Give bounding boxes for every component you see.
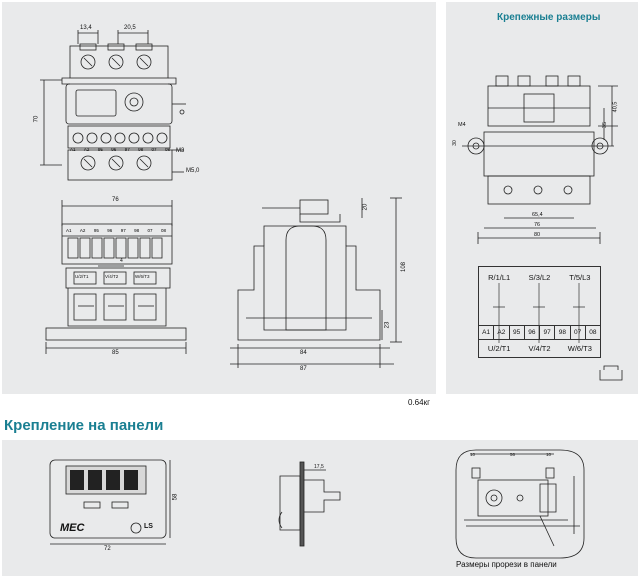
dim-72: 72 [104,546,111,552]
cutout-caption: Размеры прорези в панели [456,560,557,569]
dim-30: 30 [451,140,458,146]
panel-mount-title: Крепление на панели [4,417,164,434]
dim-m3: M3 [176,148,185,154]
top-left-panel [2,2,436,394]
dim-80: 80 [534,232,541,238]
terminal-label: 98 [138,147,144,152]
dim-4: 4 [120,258,123,264]
dim-35: 35 [602,121,609,129]
terminal-label: 08 [164,147,170,152]
wiring-cell: 97 [540,326,556,339]
dim-13-4: 13,4 [80,25,92,31]
dim-76-front: 76 [112,197,119,203]
dim-40-5: 40,5 [612,101,619,113]
dim-m4: M4 [458,122,466,128]
mounting-view-drawing [462,75,623,381]
wiring-top-row: R/1/L1 S/3/L2 T/5/L3 [479,273,600,282]
wiring-cell: V/4/T2 [528,344,551,353]
terminal-label: 95 [93,228,99,233]
phase-u: U/2/T1 [75,274,89,279]
side-view-drawing [230,197,402,368]
dim-58: 58 [172,493,179,501]
cutout-dim-56: 56 [510,452,516,457]
wiring-bottom-row: U/2/T1 V/4/T2 W/6/T3 [479,344,600,353]
bottom-panel [2,440,638,576]
wiring-cell: T/5/L3 [569,273,591,282]
front-view-drawing [45,200,187,354]
terminal-label: 95 [97,147,103,152]
dim-76-mount: 76 [534,222,541,228]
panel-side-drawing [278,461,341,547]
weight-label: 0.64кг [408,398,430,407]
wiring-cell: 95 [510,326,525,339]
dim-20-side: 20 [362,203,369,211]
wiring-table: R/1/L1 S/3/L2 T/5/L3 A1 A2 95 96 97 98 0… [478,266,601,358]
dim-108: 108 [401,261,408,273]
dim-20-5: 20,5 [124,25,136,31]
mounting-title: Крепежные размеры [497,12,601,23]
phase-v: V/4/T2 [105,274,119,279]
dim-84: 84 [300,350,307,356]
dim-70: 70 [33,115,40,123]
wiring-cell: S/3/L2 [528,273,551,282]
dim-87: 87 [300,366,307,372]
top-terminal-labels: A1 A2 95 96 97 98 07 08 [70,147,170,152]
wiring-cell: A1 [479,326,495,339]
brand-mec: MEC [60,522,85,534]
wiring-cell: A2 [494,326,510,339]
terminal-label: A1 [70,147,76,152]
terminal-label: 97 [124,147,130,152]
front-terminal-labels: A1 A2 95 96 97 98 07 08 [66,228,166,233]
wiring-cell: 08 [589,329,597,336]
dim-23: 23 [384,321,391,329]
dim-17-5: 17,5 [314,464,324,470]
terminal-label: 98 [134,228,140,233]
wiring-cell: R/1/L1 [488,273,511,282]
wiring-cell: 07 [571,326,586,339]
top-view-drawing [40,30,186,181]
terminal-label: A2 [83,147,90,152]
terminal-label: 96 [111,147,117,152]
wiring-mid-row: A1 A2 95 96 97 98 07 08 [479,325,600,340]
dim-85: 85 [112,350,119,356]
brand-ls-logo: LS [144,523,153,530]
wiring-cell: 98 [555,326,571,339]
panel-front-drawing [49,459,171,545]
cutout-dim-10a: 10 [470,452,476,457]
wiring-lines [493,283,585,343]
terminal-label: A2 [79,228,86,233]
wiring-cell: W/6/T3 [567,344,592,353]
panel-cutout-drawing [455,449,585,559]
dim-65-4: 65,4 [532,212,543,218]
wiring-cell: 96 [525,326,540,339]
terminal-label: 07 [151,147,157,152]
wiring-cell: U/2/T1 [487,344,511,353]
terminal-label: 96 [107,228,113,233]
terminal-label: 08 [160,228,166,233]
dim-m5: M5,0 [186,168,200,174]
terminal-label: A1 [66,228,72,233]
cutout-dim-10b: 10 [546,452,552,457]
terminal-label: 97 [120,228,126,233]
terminal-label: 07 [147,228,153,233]
phase-w: W/6/T3 [135,274,150,279]
